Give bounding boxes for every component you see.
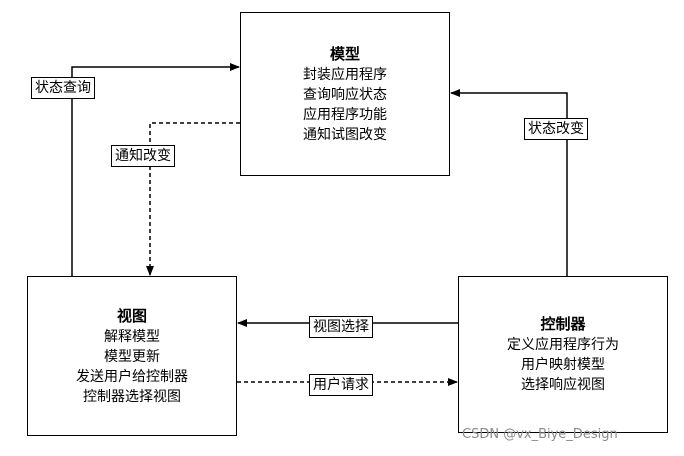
edge-label-state-query: 状态查询 [31, 77, 95, 99]
view-line: 控制器选择视图 [83, 388, 181, 405]
edge-state-query [71, 63, 240, 276]
model-line: 应用程序功能 [303, 106, 387, 123]
controller-title: 控制器 [540, 315, 586, 333]
view-title: 视图 [116, 306, 147, 325]
edge-state-change [450, 89, 568, 276]
model-title: 模型 [329, 44, 360, 63]
controller-box: 控制器 定义应用程序行为 用户映射模型 选择响应视图 [458, 276, 668, 433]
view-line: 模型更新 [104, 348, 160, 365]
model-line: 通知试图改变 [303, 126, 387, 143]
watermark: CSDN @vx_Biye_Design [462, 427, 618, 442]
view-box: 视图 解释模型 模型更新 发送用户给控制器 控制器选择视图 [27, 276, 237, 436]
model-box: 模型 封装应用程序 查询响应状态 应用程序功能 通知试图改变 [240, 12, 450, 176]
edge-label-state-change: 状态改变 [524, 118, 588, 140]
edge-label-user-request: 用户请求 [309, 374, 373, 396]
controller-line: 定义应用程序行为 [507, 337, 619, 353]
controller-line: 选择响应视图 [521, 377, 605, 393]
view-line: 发送用户给控制器 [76, 368, 188, 385]
controller-line: 用户映射模型 [521, 357, 605, 373]
edge-label-notify-change: 通知改变 [111, 145, 175, 167]
edge-notify-change [146, 122, 240, 276]
model-line: 查询响应状态 [303, 86, 387, 103]
view-line: 解释模型 [104, 328, 160, 345]
edge-label-view-select: 视图选择 [309, 316, 373, 338]
model-line: 封装应用程序 [303, 66, 387, 83]
